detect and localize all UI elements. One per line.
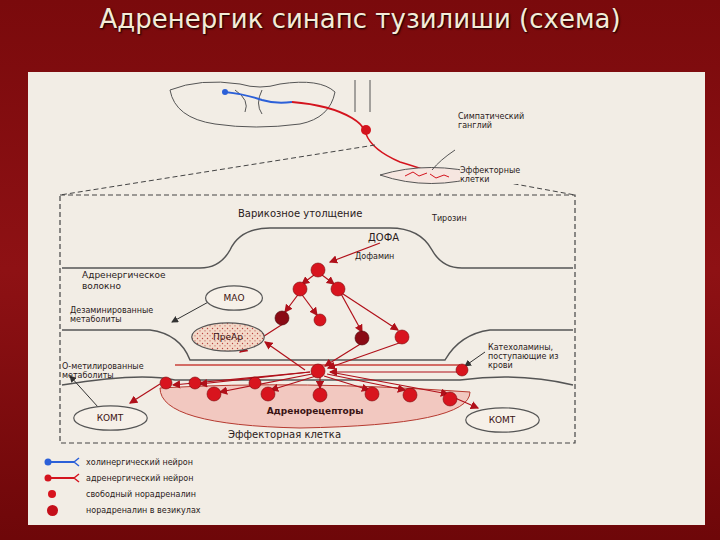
illustration-part: [330, 372, 448, 394]
illustration-part: [130, 384, 160, 403]
illustration-part: [456, 364, 468, 376]
illustration-part: [328, 342, 402, 368]
annotation-label: ДОФА: [368, 232, 399, 244]
illustration-part: [160, 377, 172, 389]
illustration-part: [160, 263, 468, 406]
illustration-part: [249, 377, 261, 389]
illustration-part: [74, 458, 79, 466]
illustration-part: [313, 388, 327, 402]
illustration-part: [330, 371, 460, 372]
node-shape: [206, 286, 263, 310]
illustration-part: [48, 461, 74, 463]
illustration-part: [160, 385, 470, 428]
illustration-part: [432, 150, 455, 170]
illustration-part: [62, 228, 573, 268]
illustration-part: [465, 352, 485, 366]
node-text-group: Адренорецепторы: [267, 406, 364, 416]
annotation-label: О-метилированные метаболиты: [62, 362, 144, 380]
annotation-label: Эффекторные клетки: [460, 166, 520, 184]
node-shape: [261, 403, 370, 419]
illustration-part: [189, 377, 201, 389]
legend-text: норадреналин в везикулах: [86, 506, 201, 515]
node-label: Адренорецепторы: [267, 406, 364, 416]
illustration-part: [172, 300, 212, 322]
illustration-part: [275, 311, 289, 325]
legend-text: адренергический нейрон: [86, 474, 193, 483]
node-text-group: КОМТ: [97, 413, 124, 423]
illustration-part: [455, 398, 478, 408]
illustration-part: [355, 80, 370, 112]
illustration-part: [366, 134, 430, 172]
illustration-part: [311, 364, 325, 378]
legend-text: свободный норадреналин: [86, 490, 196, 499]
illustration-part: [405, 172, 449, 178]
node-label: ПреАр: [213, 332, 243, 342]
illustration-part: [314, 314, 326, 326]
illustration-part: [45, 475, 52, 482]
background-panel: [28, 72, 705, 525]
illustration-part: [48, 477, 74, 479]
node-text-group: КОМТ: [489, 415, 516, 425]
illustration-part: [70, 300, 485, 407]
node-shape: [465, 408, 539, 432]
node-shape: [192, 323, 265, 351]
node-shape: [73, 406, 147, 430]
node-text-group: ПреАр: [213, 332, 243, 342]
illustration-part: [361, 125, 371, 135]
illustration-part: [395, 330, 409, 344]
node-text-group: МАО: [223, 293, 244, 303]
illustration-part: [45, 459, 52, 466]
illustration-part: [355, 331, 369, 345]
illustration-part: [60, 195, 575, 443]
legend-text: холинергический нейрон: [86, 458, 193, 467]
illustration-part: [340, 292, 398, 330]
illustration-part: [74, 474, 79, 482]
annotation-label: Адренергическое волокно: [82, 270, 162, 292]
annotation-label: Эффекторная клетка: [228, 429, 341, 441]
ellipse-node: ПреАр: [191, 322, 265, 352]
receptor-band: Адренорецепторы: [261, 403, 370, 419]
annotation-label: Дезаминированные метаболиты: [70, 306, 170, 324]
illustration-part: [130, 243, 478, 408]
annotation-label: Симпатический ганглий: [458, 112, 528, 130]
ellipse-node: КОМТ: [465, 407, 540, 433]
illustration-part: [60, 145, 575, 195]
illustration-part: [340, 292, 362, 332]
illustration-part: [222, 89, 228, 95]
illustration-part: [331, 282, 345, 296]
legend-swatch: [47, 505, 58, 516]
illustration-part: [275, 311, 369, 345]
annotation-label: Дофамин: [355, 252, 394, 261]
illustration-part: [261, 387, 275, 401]
illustration-part: [319, 377, 320, 388]
illustration-part: [271, 376, 316, 390]
legend-swatch: [48, 490, 56, 498]
node-label: КОМТ: [489, 415, 516, 425]
ellipse-node: КОМТ: [73, 405, 148, 431]
illustration-part: [70, 376, 98, 407]
annotation-label: Тирозин: [432, 214, 467, 223]
illustration-part: [403, 388, 417, 402]
ellipse-node: МАО: [205, 285, 263, 311]
illustration-part: [327, 374, 405, 390]
node-label: КОМТ: [97, 413, 124, 423]
illustration-part: [292, 102, 364, 130]
illustration-part: [207, 387, 221, 401]
illustration-part: [170, 80, 370, 127]
illustration-part: [443, 392, 457, 406]
illustration-part: [365, 387, 379, 401]
annotation-label: Катехоламины, поступающие из крови: [488, 343, 568, 370]
illustration-part: [293, 282, 307, 296]
title: Адренергик синапс тузилиши (схема): [60, 4, 660, 34]
illustration-part: [311, 263, 325, 277]
illustration-part: [225, 92, 292, 103]
annotation-label: Варикозное утолщение: [238, 208, 362, 220]
illustration-part: [265, 342, 305, 370]
node-label: МАО: [223, 293, 244, 303]
